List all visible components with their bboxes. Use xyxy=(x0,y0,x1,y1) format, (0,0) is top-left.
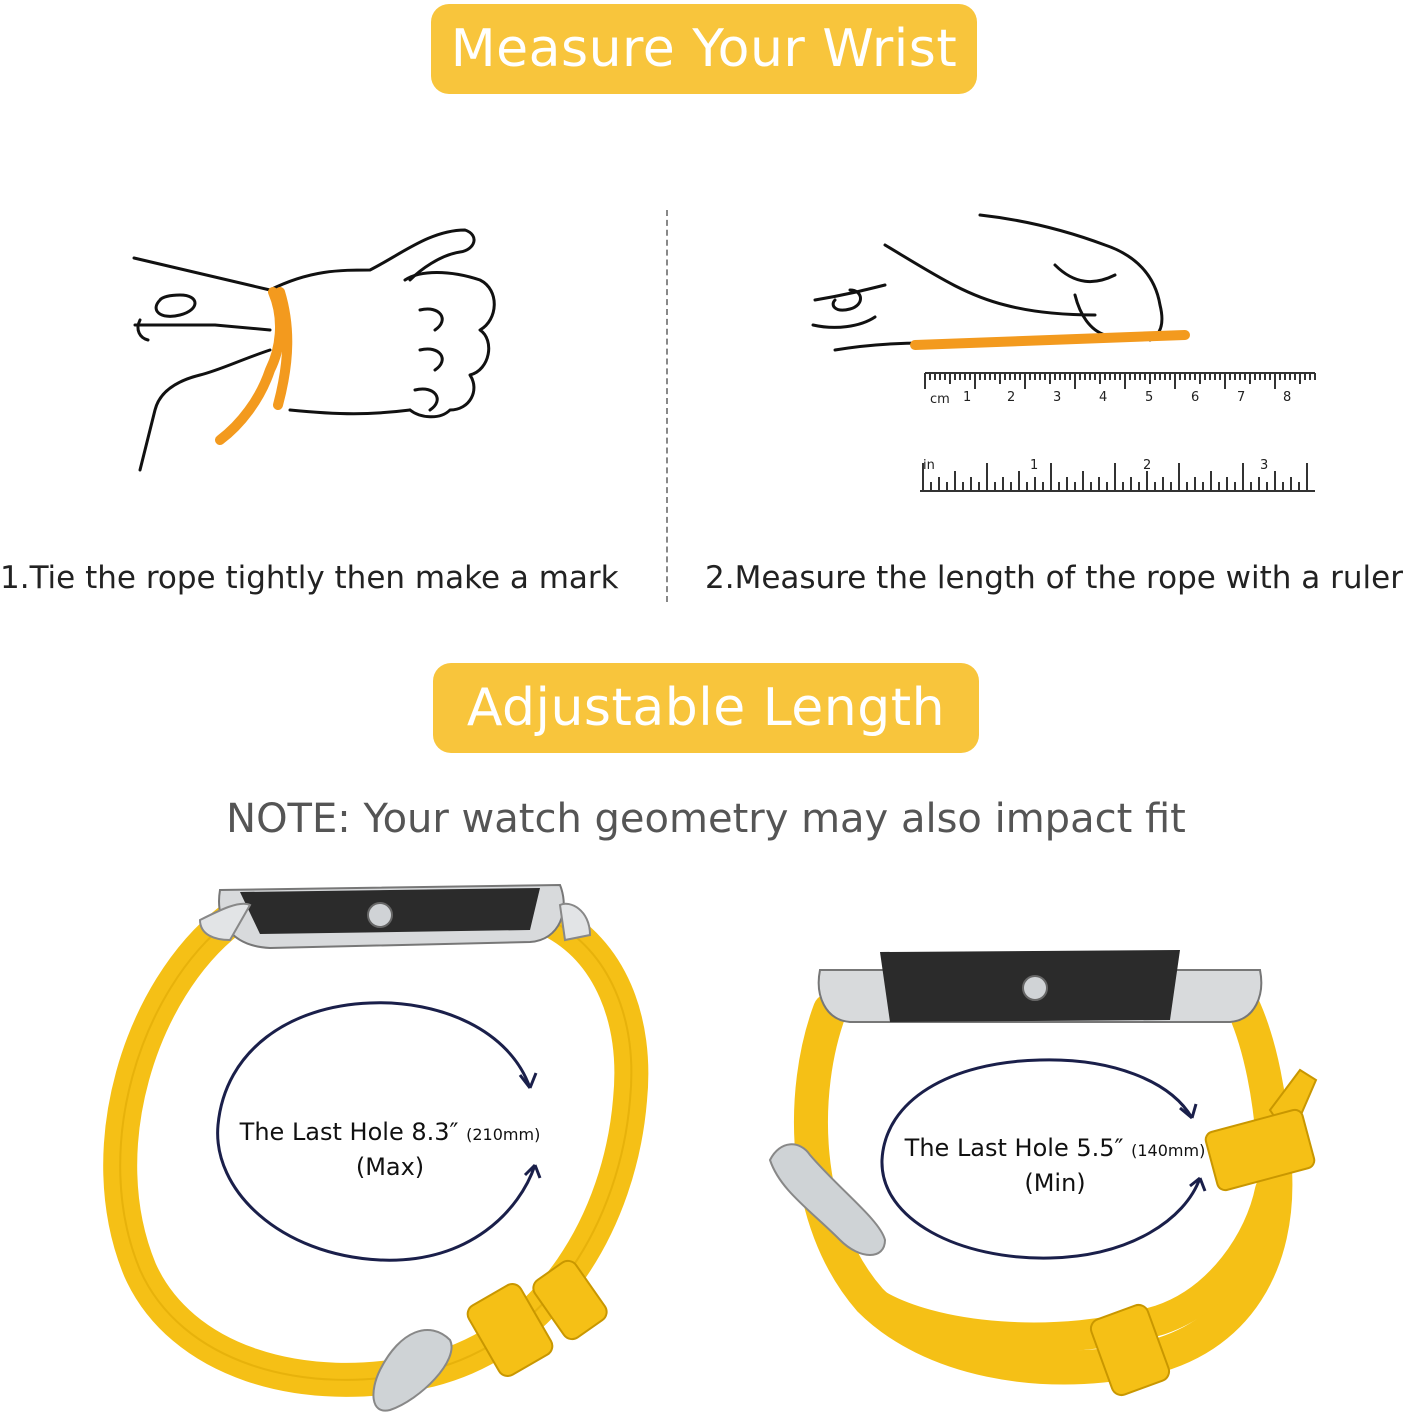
in-tick-label: 2 xyxy=(1143,458,1151,473)
cm-tick-label: 1 xyxy=(963,390,971,405)
cm-tick-label: 5 xyxy=(1145,390,1153,405)
watch-max-illustration xyxy=(103,883,649,1412)
ruler-illustration: cm 1 2 3 4 5 6 7 8 in 1 2 3 xyxy=(811,213,1316,492)
max-tag-text: (Max) xyxy=(355,1153,425,1181)
measure-wrist-header: Measure Your Wrist xyxy=(431,4,977,94)
watch-min-illustration xyxy=(768,950,1318,1397)
adjustable-length-header: Adjustable Length xyxy=(433,663,979,753)
max-hole-text: The Last Hole 8.3″ xyxy=(239,1118,459,1146)
cm-tick-label: 7 xyxy=(1237,390,1245,405)
step-2-text: 2.Measure the length of the rope with a … xyxy=(705,560,1403,596)
cm-tick-label: 4 xyxy=(1099,390,1107,405)
measure-wrist-title: Measure Your Wrist xyxy=(450,19,958,79)
min-length-label: The Last Hole 5.5″ (140mm) (Min) xyxy=(895,1132,1215,1199)
min-tag-text: (Min) xyxy=(1024,1169,1086,1197)
cm-tick-label: 6 xyxy=(1191,390,1199,405)
cm-tick-label: 2 xyxy=(1007,390,1015,405)
cm-tick-label: 3 xyxy=(1053,390,1061,405)
cm-unit-label: cm xyxy=(930,392,950,407)
min-mm-text: (140mm) xyxy=(1131,1141,1206,1160)
in-unit-label: in xyxy=(923,458,935,473)
in-tick-label: 1 xyxy=(1030,458,1038,473)
cm-ruler xyxy=(924,372,1316,389)
inch-ruler xyxy=(920,463,1315,492)
cm-tick-label: 8 xyxy=(1283,390,1291,405)
step-1-text: 1.Tie the rope tightly then make a mark xyxy=(0,560,619,596)
wrist-rope-illustration xyxy=(132,228,496,472)
in-tick-label: 3 xyxy=(1260,458,1268,473)
fit-note: NOTE: Your watch geometry may also impac… xyxy=(226,796,1186,842)
min-hole-text: The Last Hole 5.5″ xyxy=(904,1134,1124,1162)
section-divider xyxy=(666,210,668,602)
adjustable-length-title: Adjustable Length xyxy=(466,678,946,738)
max-length-label: The Last Hole 8.3″ (210mm) (Max) xyxy=(230,1116,550,1183)
max-mm-text: (210mm) xyxy=(466,1125,541,1144)
